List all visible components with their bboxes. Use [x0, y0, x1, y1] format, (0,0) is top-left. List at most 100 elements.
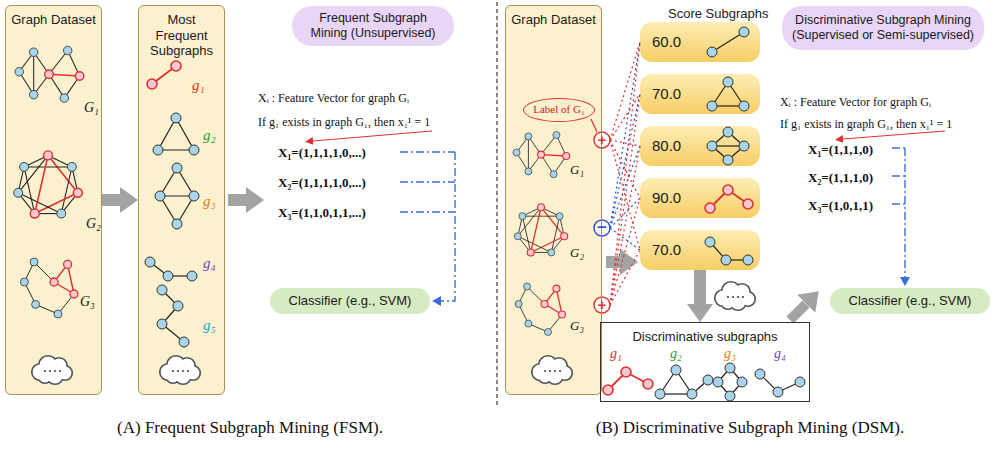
graph-edge [35, 193, 78, 214]
graph-vertex [189, 145, 199, 155]
graph-edge [712, 32, 744, 52]
graph-vertex [725, 391, 735, 401]
graph-vertex [559, 311, 566, 318]
graph-vertex [739, 101, 749, 111]
node-text: Discriminative subgraphs [632, 329, 777, 345]
graph-vertex [561, 233, 568, 240]
node-text: 80.0 [652, 137, 681, 155]
label: Xᵢ : Feature Vector for graph Gᵢ [780, 92, 931, 110]
score-link [610, 198, 640, 305]
subgraph-icon [755, 369, 805, 397]
graph-vertex [739, 141, 749, 151]
node-text: Most Frequent Subgraphs [143, 12, 220, 59]
label: X₁=(1,1,1,0) [808, 140, 873, 158]
feature-line [892, 175, 905, 176]
cloud-dot [182, 370, 184, 372]
label: Score Subgraphs [668, 4, 768, 22]
caption: (B) Discriminative Subgraph Mining (DSM)… [596, 418, 904, 438]
score-link [610, 140, 640, 146]
graph-vertex [45, 70, 54, 79]
method-pill: Frequent Subgraph Mining (Unsupervised) [292, 6, 454, 46]
graph-vertex [655, 389, 665, 399]
label: G₃ [570, 316, 584, 334]
graph-edge [541, 207, 564, 236]
graph-vertex [548, 249, 555, 256]
graph-vertex [538, 204, 545, 211]
graph-vertex [73, 188, 82, 197]
graph-vertex [795, 377, 805, 387]
subgraph-icon [707, 27, 749, 57]
graph-vertex [519, 213, 526, 220]
cloud-dot [732, 296, 734, 298]
graph-edge [518, 236, 552, 252]
graph-vertex [189, 191, 199, 201]
label-text: If g₁ exists in graph G₁, then x₁¹ = 1 [258, 116, 430, 130]
node-text: Classifier (e.g., SVM) [289, 293, 412, 309]
dataset-panel: Graph DatasetLabel of G₁ [505, 5, 602, 395]
label: g₄ [774, 344, 786, 362]
graph-vertex [553, 132, 560, 139]
flow-arrow [694, 270, 706, 304]
label-text: G₁ [570, 163, 584, 178]
node-text: Graph Dataset [11, 12, 96, 28]
label-leader [591, 119, 597, 132]
class-sign: + [598, 131, 607, 149]
label: g₁ [192, 76, 205, 94]
graph-vertex [545, 329, 552, 336]
cloud-dot [44, 370, 46, 372]
pointer-arrow [313, 131, 432, 141]
cloud-dot [742, 296, 744, 298]
graph-vertex [773, 387, 783, 397]
graph-vertex [538, 151, 545, 158]
score-link [610, 94, 640, 228]
cloud-dot [177, 370, 179, 372]
score-link [610, 228, 640, 250]
ellipsis-cloud [160, 356, 200, 384]
subgraph-icon [713, 363, 747, 401]
label-text: g₅ [203, 317, 216, 334]
label-ellipse: Label of G₁ [523, 98, 595, 122]
label-text: g₃ [203, 193, 216, 210]
feature-lines [400, 148, 905, 301]
label: g₂ [203, 126, 216, 144]
flow-arrow [606, 256, 620, 268]
graph-vertex [671, 365, 681, 375]
label-text: X₁=(1,1,1,0) [808, 143, 873, 158]
graph-vertex [723, 77, 733, 87]
score-link [610, 250, 640, 305]
label: G₁ [84, 98, 99, 116]
label: g₃ [724, 344, 736, 362]
label: X₃=(1,1,0,1,1,...) [278, 203, 366, 221]
score-link [610, 94, 640, 305]
graph-vertex [153, 145, 163, 155]
label-text: g₂ [670, 346, 682, 362]
method-pill: Discriminative Subgraph Mining (Supervis… [782, 6, 984, 50]
label: X₂=(1,1,1,1,0,...) [278, 173, 366, 191]
box-fill [640, 22, 760, 62]
sign-circle [594, 132, 610, 148]
cloud-dot [559, 370, 561, 372]
graph-vertex [147, 79, 157, 89]
label: g₄ [203, 254, 216, 272]
box-fill [292, 6, 454, 46]
node-text: 90.0 [652, 189, 681, 207]
graph-vertex [172, 219, 182, 229]
label-text: If g₁ exists in graph G₁, then x₁¹ = 1 [780, 118, 952, 132]
cloud-fill [167, 370, 180, 383]
graph-vertex [707, 141, 717, 151]
flow-arrow [102, 194, 120, 206]
graph-edge [33, 52, 34, 95]
label-text: Xᵢ : Feature Vector for graph Gᵢ [780, 96, 931, 110]
graph-vertex [514, 233, 521, 240]
cloud-dot [59, 370, 61, 372]
graph-vertex [172, 163, 182, 173]
box-fill [600, 322, 810, 402]
label-text: G₂ [570, 246, 584, 261]
subgraph-icon [145, 257, 197, 281]
dataset-graph [515, 283, 565, 336]
label-text: − [597, 219, 607, 236]
flow-arrow [228, 194, 246, 206]
graph-vertex [525, 133, 532, 140]
